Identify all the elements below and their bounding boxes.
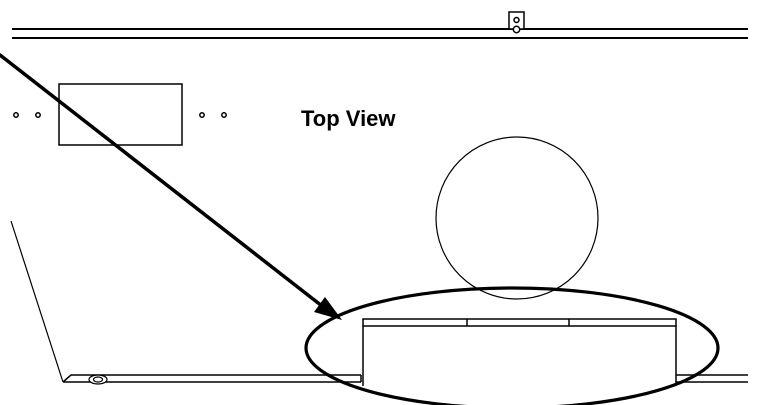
mounting-hole xyxy=(221,112,227,118)
mounting-hole xyxy=(13,112,19,118)
top-bracket xyxy=(508,11,525,34)
bottom-rail-left-upper xyxy=(62,374,361,383)
side-edge-line xyxy=(10,220,64,383)
mounting-hole xyxy=(35,112,41,118)
pointer-arrow-head xyxy=(314,297,342,320)
mounting-hole xyxy=(199,112,205,118)
top-bracket-hole-lower xyxy=(512,25,521,34)
bottom-rail-left xyxy=(62,374,362,383)
pointer-arrow xyxy=(0,53,342,320)
pointer-arrow-shaft xyxy=(0,53,324,308)
rectangular-panel xyxy=(13,83,227,146)
highlight-ellipse xyxy=(304,286,720,405)
channel-top-strip xyxy=(362,318,677,327)
channel-bracket xyxy=(362,318,677,386)
top-rail xyxy=(12,28,748,39)
large-circle xyxy=(435,136,599,300)
bottom-rail-right xyxy=(676,374,748,383)
bottom-fastener xyxy=(88,374,108,385)
top-bracket-hole-upper xyxy=(513,16,520,24)
view-label: Top View xyxy=(301,106,396,131)
bottom-fastener-inner xyxy=(92,376,104,383)
rectangular-cutout xyxy=(58,83,183,146)
